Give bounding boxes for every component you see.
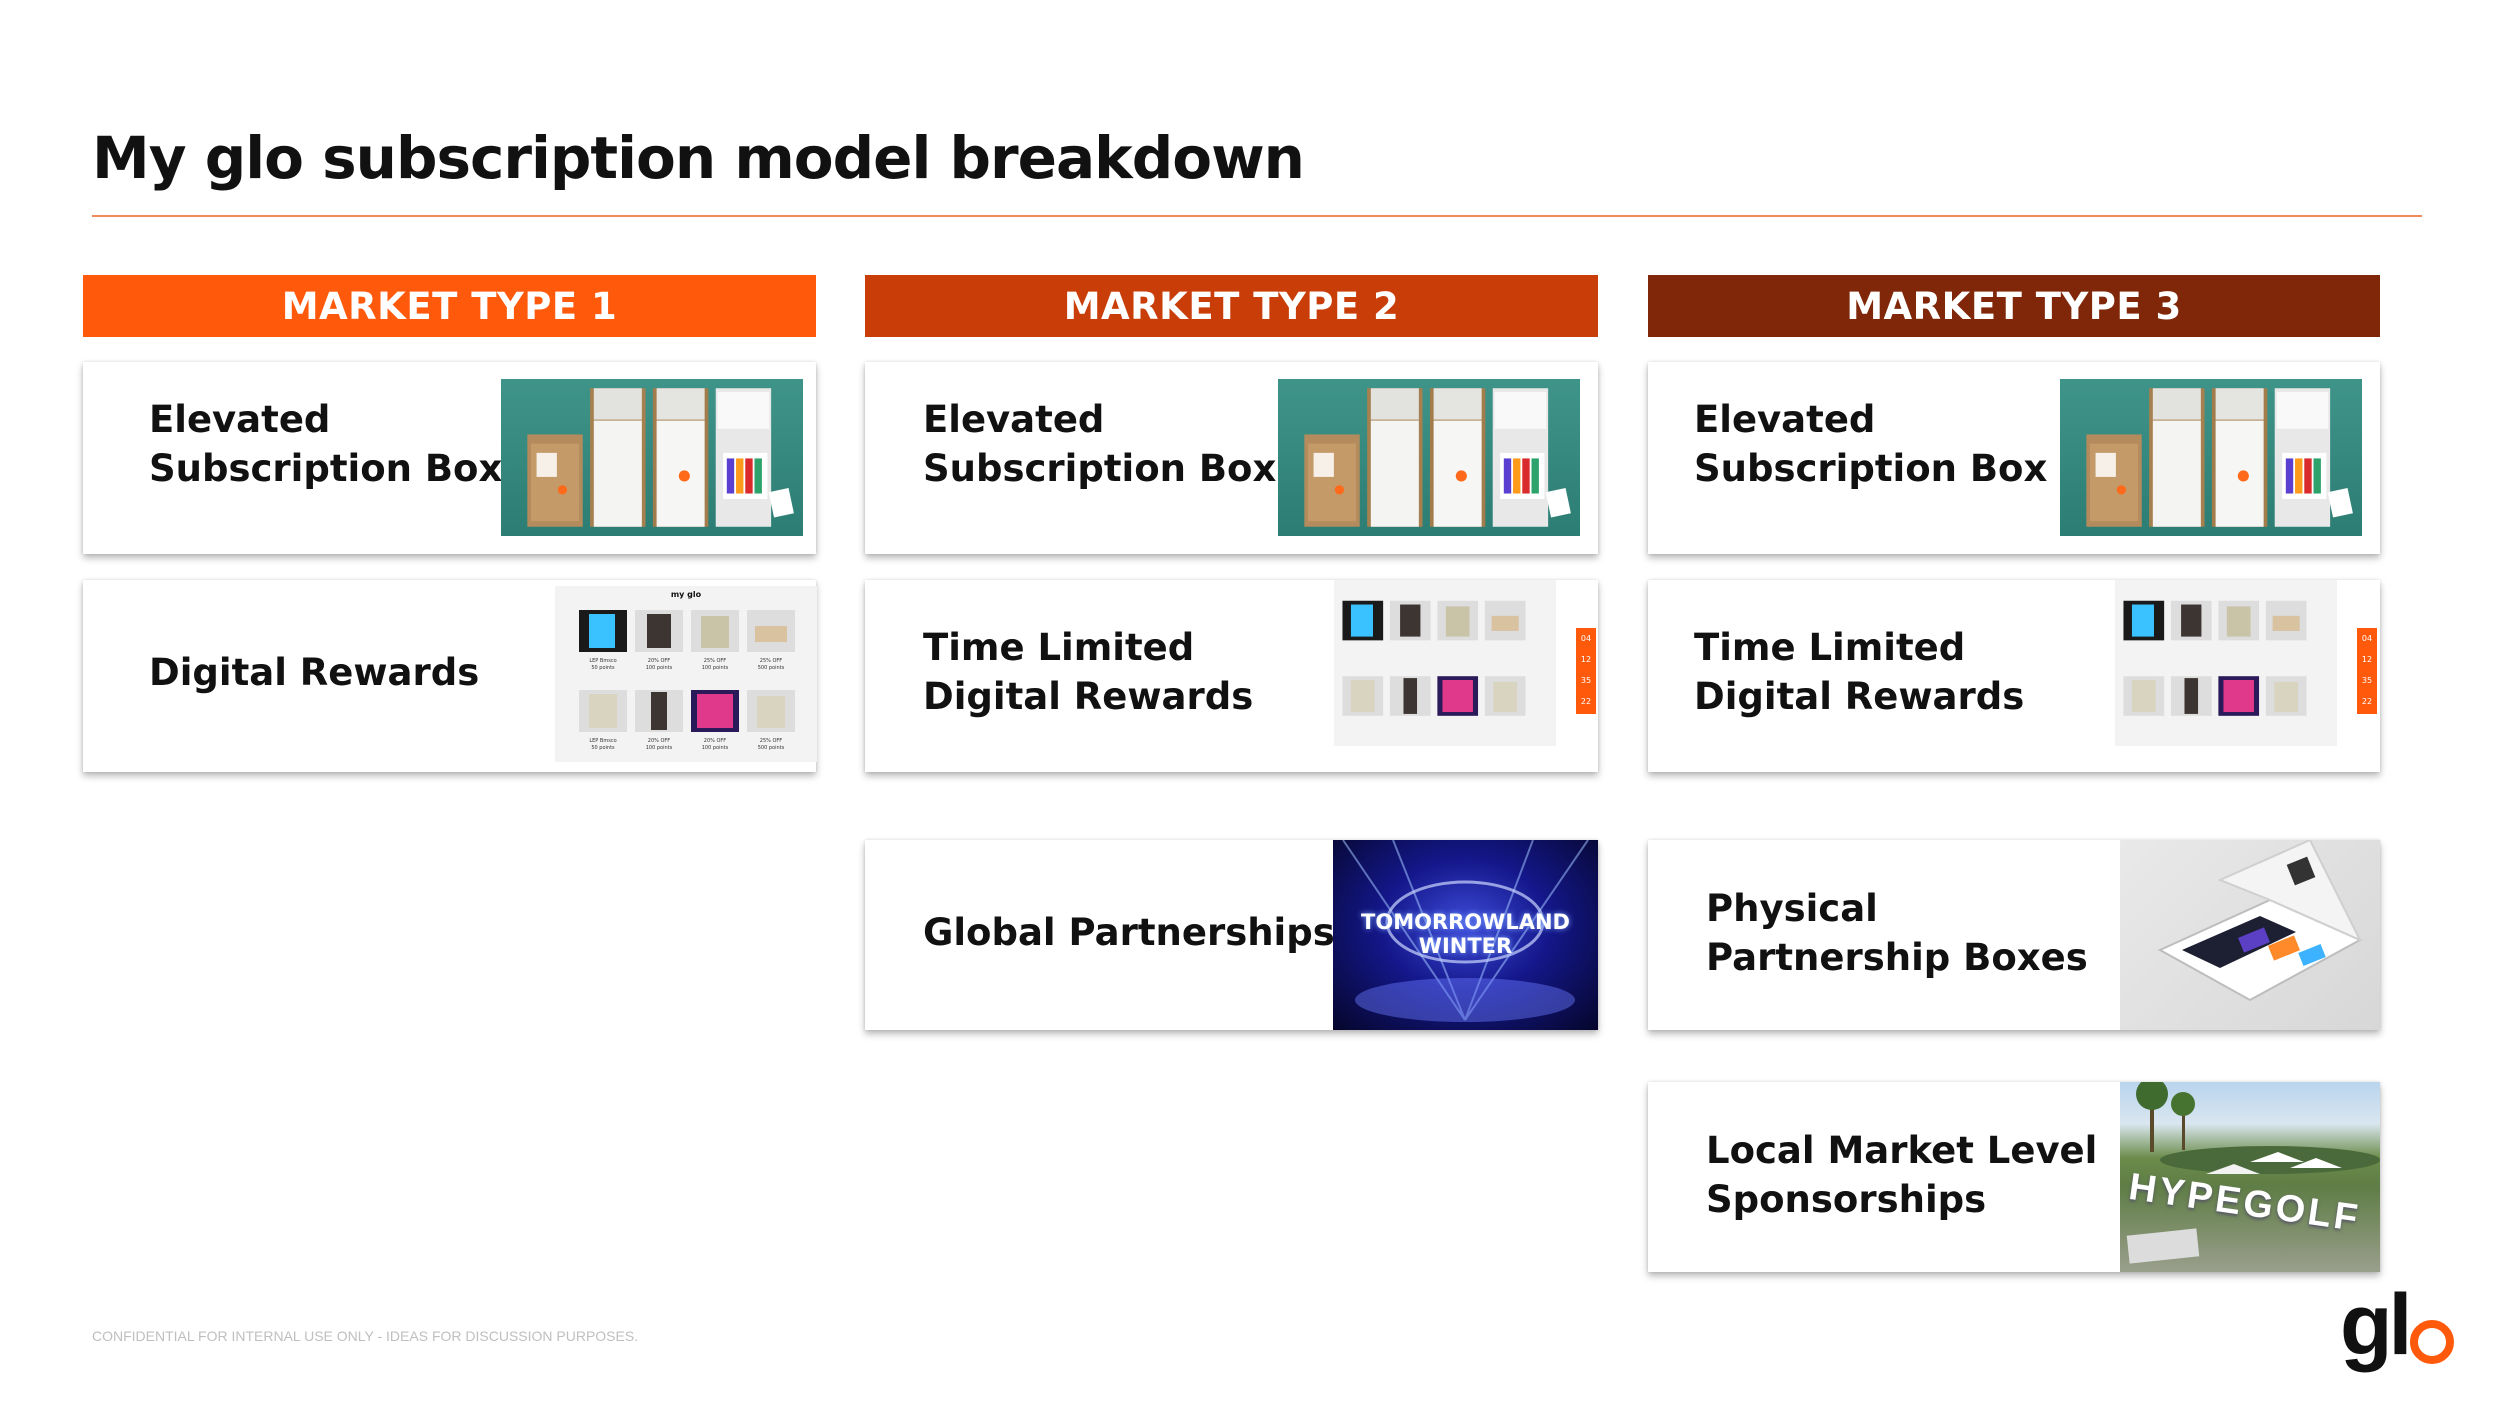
- svg-text:25% OFF: 25% OFF: [704, 658, 727, 664]
- countdown-timer: 04 12 35 22: [2357, 628, 2377, 714]
- title-divider: [92, 215, 2422, 217]
- glo-logo: gl: [2340, 1282, 2458, 1368]
- svg-text:100 points: 100 points: [646, 665, 673, 671]
- svg-text:50 points: 50 points: [591, 745, 615, 751]
- countdown-days: 04: [2361, 634, 2373, 643]
- card-label: Global Partnerships: [923, 911, 1335, 954]
- market-type-2-header: MARKET TYPE 2: [865, 275, 1598, 337]
- card-physical-partnership-boxes[interactable]: Physical Partnership Boxes: [1648, 840, 2380, 1030]
- svg-text:LEP Bmsco: LEP Bmsco: [589, 738, 616, 744]
- card-elevated-subscription-box[interactable]: Elevated Subscription Box: [865, 362, 1598, 554]
- page-title: My glo subscription model breakdown: [92, 124, 1305, 192]
- card-label: Digital Rewards: [149, 651, 480, 694]
- market-type-1-label: MARKET TYPE 1: [281, 284, 618, 328]
- card-label: Local Market Level Sponsorships: [1706, 1129, 2098, 1221]
- countdown-hours: 12: [1580, 655, 1592, 664]
- svg-text:500 points: 500 points: [758, 665, 785, 671]
- market-type-3-header: MARKET TYPE 3: [1648, 275, 2380, 337]
- svg-text:500 points: 500 points: [758, 745, 785, 751]
- subscription-box-image: [1278, 379, 1580, 536]
- svg-text:LEP Bmsco: LEP Bmsco: [589, 658, 616, 664]
- countdown-minutes: 35: [1580, 676, 1592, 685]
- subscription-box-image: [2060, 379, 2362, 536]
- svg-text:100 points: 100 points: [646, 745, 673, 751]
- countdown-timer: 04 12 35 22: [1576, 628, 1596, 714]
- svg-text:25% OFF: 25% OFF: [760, 658, 783, 664]
- svg-text:25% OFF: 25% OFF: [760, 738, 783, 744]
- concert-text: TOMORROWLAND WINTER: [1361, 910, 1570, 958]
- partnership-box-image: [2120, 840, 2380, 1030]
- logo-text: gl: [2340, 1277, 2412, 1373]
- svg-text:50 points: 50 points: [591, 665, 615, 671]
- market-type-1-header: MARKET TYPE 1: [83, 275, 816, 337]
- hypegolf-event-image: HYPEGOLF: [2120, 1082, 2380, 1272]
- card-local-market-level-sponsorships[interactable]: Local Market Level Sponsorships HYPEGOLF: [1648, 1082, 2380, 1272]
- svg-text:20% OFF: 20% OFF: [648, 738, 671, 744]
- card-time-limited-digital-rewards[interactable]: Time Limited Digital Rewards 04 12 35 22: [1648, 580, 2380, 772]
- countdown-seconds: 22: [2361, 697, 2373, 706]
- svg-text:100 points: 100 points: [702, 665, 729, 671]
- digital-rewards-image: [2115, 580, 2337, 746]
- svg-text:20% OFF: 20% OFF: [648, 658, 671, 664]
- tomorrowland-winter-image: TOMORROWLAND WINTER: [1333, 840, 1598, 1030]
- market-type-2-label: MARKET TYPE 2: [1063, 284, 1400, 328]
- countdown-minutes: 35: [2361, 676, 2373, 685]
- card-label: Elevated Subscription Box: [149, 398, 503, 490]
- rewards-brand: my glo: [670, 590, 702, 599]
- countdown-days: 04: [1580, 634, 1592, 643]
- countdown-hours: 12: [2361, 655, 2373, 664]
- card-label: Elevated Subscription Box: [923, 398, 1277, 490]
- card-label: Physical Partnership Boxes: [1706, 887, 2088, 979]
- confidential-note: CONFIDENTIAL FOR INTERNAL USE ONLY - IDE…: [92, 1328, 639, 1344]
- svg-text:100 points: 100 points: [702, 745, 729, 751]
- svg-text:20% OFF: 20% OFF: [704, 738, 727, 744]
- market-type-3-label: MARKET TYPE 3: [1846, 284, 2182, 328]
- card-time-limited-digital-rewards[interactable]: Time Limited Digital Rewards 04 12 35 22: [865, 580, 1598, 772]
- subscription-box-image: [501, 379, 803, 536]
- card-global-partnerships[interactable]: Global Partnerships TOMORROWLAND WINTER: [865, 840, 1598, 1030]
- digital-rewards-image: [1334, 580, 1556, 746]
- card-elevated-subscription-box[interactable]: Elevated Subscription Box: [83, 362, 816, 554]
- card-label: Elevated Subscription Box: [1694, 398, 2048, 490]
- card-elevated-subscription-box[interactable]: Elevated Subscription Box: [1648, 362, 2380, 554]
- card-label: Time Limited Digital Rewards: [923, 626, 1254, 718]
- countdown-seconds: 22: [1580, 697, 1592, 706]
- card-label: Time Limited Digital Rewards: [1694, 626, 2025, 718]
